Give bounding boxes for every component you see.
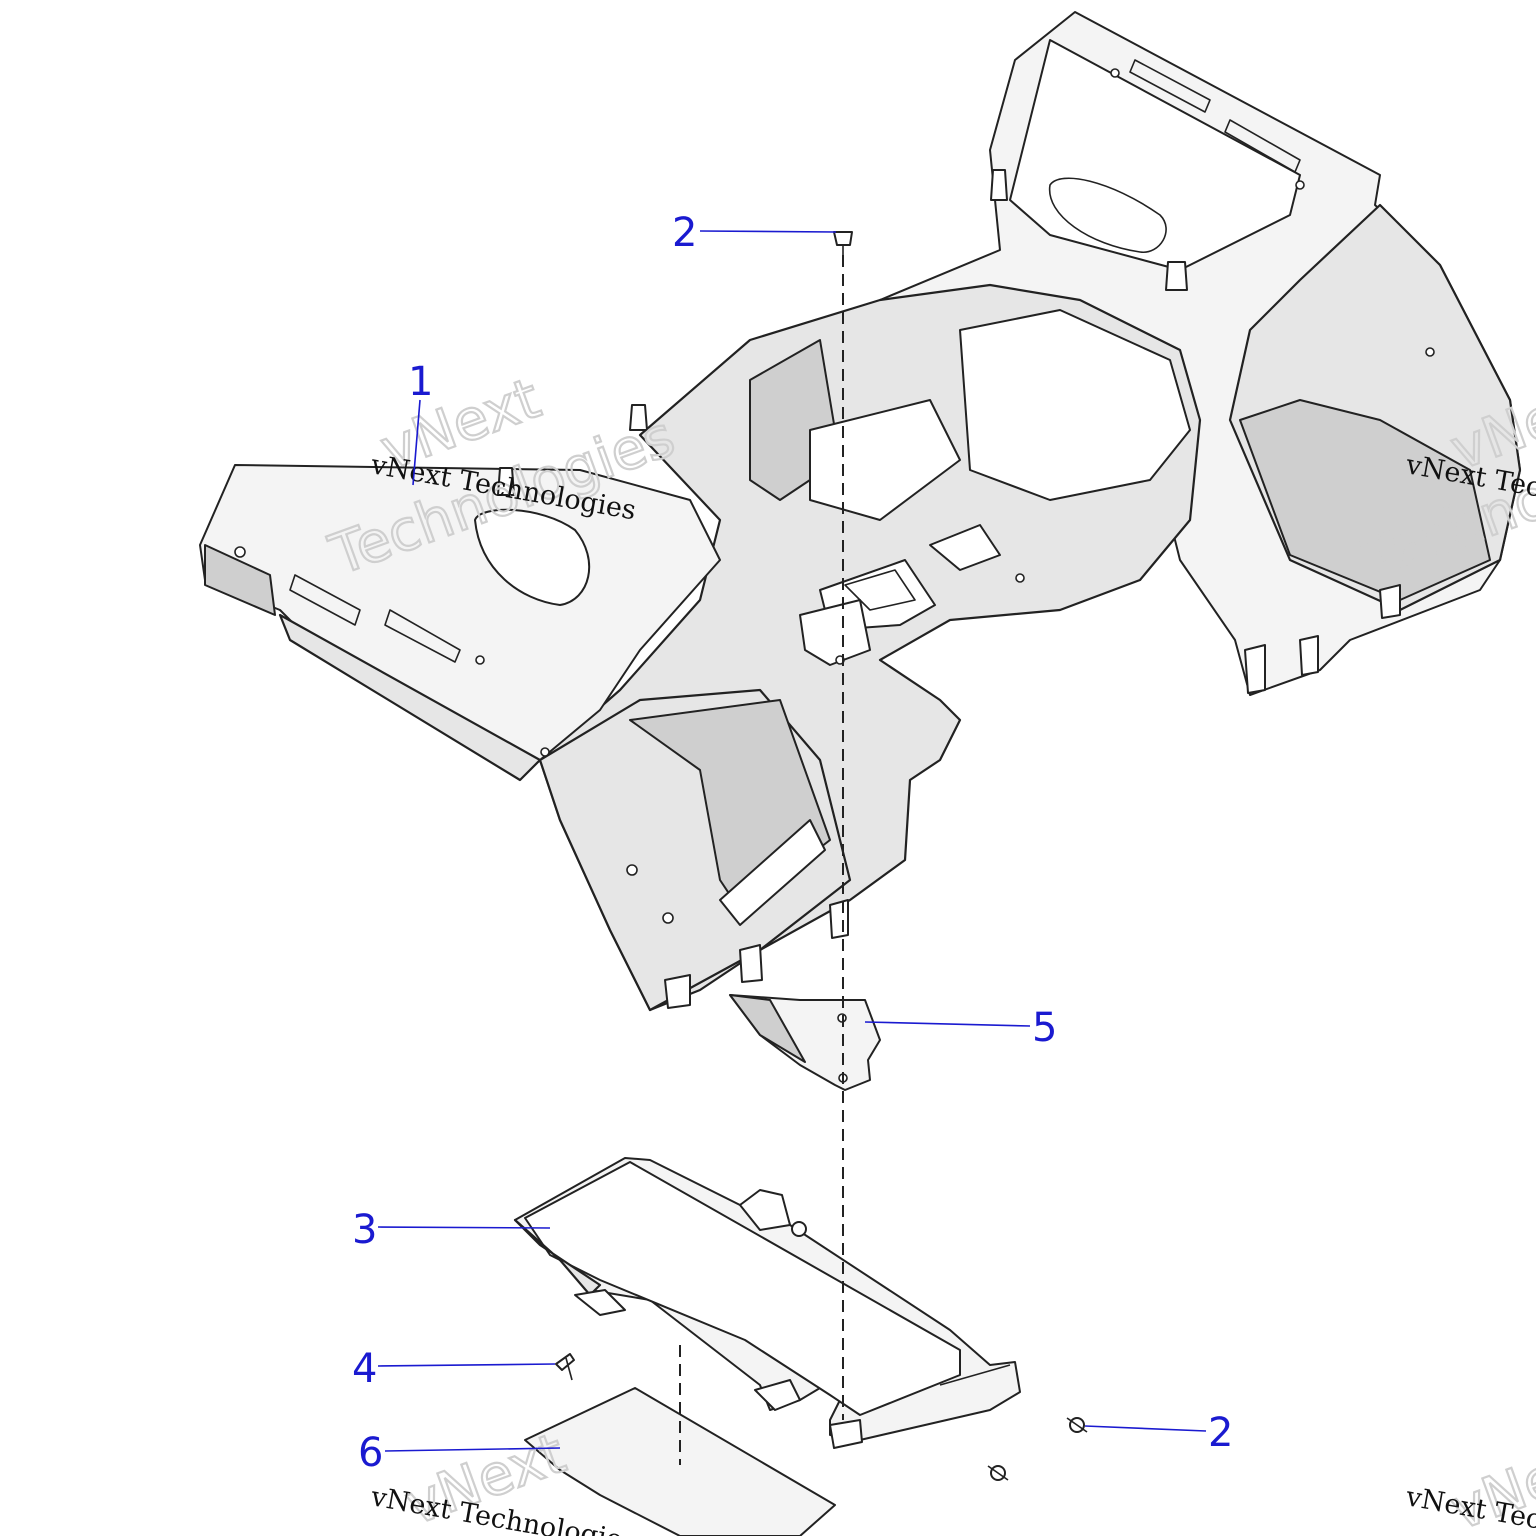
part-5-bracket [729, 994, 881, 1091]
callout-3-label: 3 [352, 1207, 377, 1253]
callout-3: 3 [352, 1207, 551, 1253]
callouts: 1 2 5 3 4 6 2 [352, 210, 1233, 1476]
callout-2-top: 2 [672, 210, 837, 256]
callout-4-label: 4 [352, 1346, 377, 1392]
assembly-lines [679, 255, 844, 1465]
callout-2-top-label: 2 [672, 210, 697, 256]
callout-4: 4 [352, 1346, 556, 1392]
callout-5-label: 5 [1032, 1005, 1057, 1051]
callout-2-bottom: 2 [1084, 1410, 1233, 1456]
part-1-rear-fender [199, 11, 1522, 1012]
callout-6: 6 [358, 1430, 561, 1476]
callout-5: 5 [864, 1005, 1057, 1051]
callout-1: 1 [408, 359, 433, 486]
fasteners [555, 231, 1088, 1481]
callout-2-bottom-label: 2 [1208, 1410, 1233, 1456]
callout-6-label: 6 [358, 1430, 383, 1476]
part-3-tray [513, 1157, 1021, 1449]
callout-1-label: 1 [408, 359, 433, 405]
